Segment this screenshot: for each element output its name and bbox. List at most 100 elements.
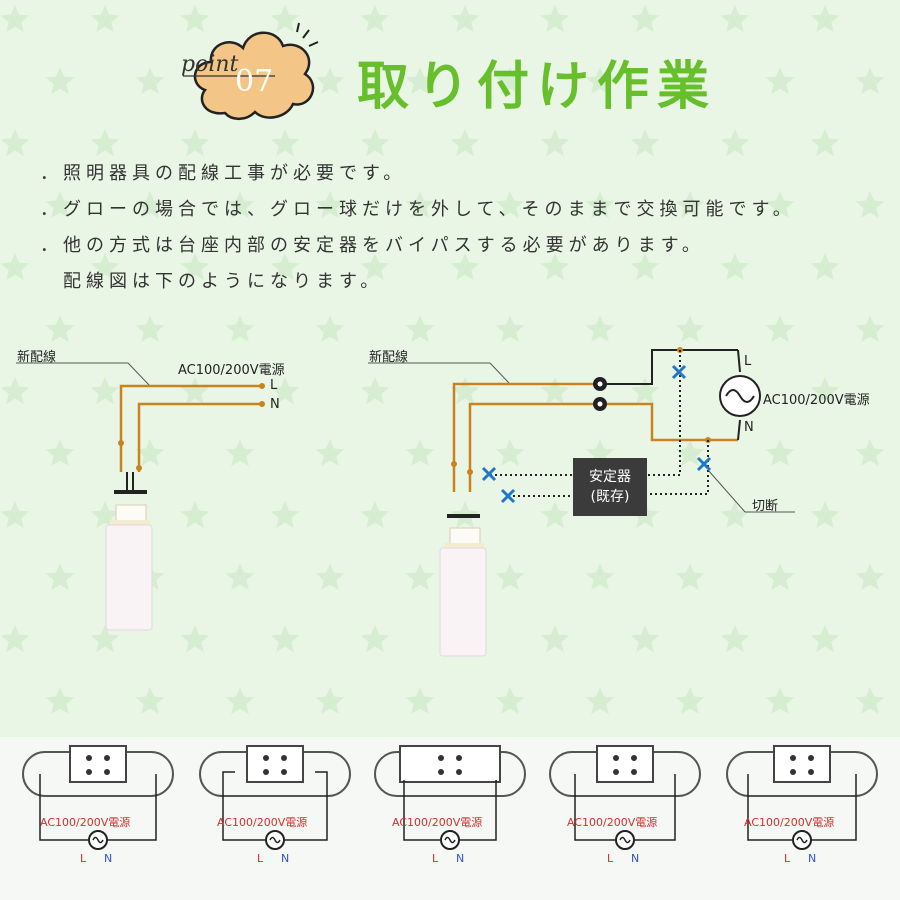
background-star-icon [225,191,255,219]
live-label: L [784,852,791,865]
background-star-icon [720,5,750,33]
background-star-icon [765,315,795,343]
background-star-icon [810,5,840,33]
background-star-icon [855,439,885,467]
note-line: ．他の方式は台座内部の安定器をバイパスする必要があります。 [40,235,705,256]
background-star-icon [810,129,840,157]
background-star-icon [720,129,750,157]
background-star-icon [180,5,210,33]
background-star-icon [585,191,615,219]
background-star-icon [0,625,30,653]
background-star-icon [585,315,615,343]
background-star-icon [360,129,390,157]
background-star-icon [450,129,480,157]
background-star-icon [630,377,660,405]
badge-number: 07 [235,64,274,99]
new-wiring-label: 新配線 [369,350,409,365]
background-star-icon [495,315,525,343]
wiring-variant: AC100/200V電源 L N [195,744,355,874]
background-star-icon [675,687,705,715]
background-star-icon [270,5,300,33]
live-label: L [744,354,752,369]
cut-label: 切断 [752,499,779,514]
background-star-icon [360,253,390,281]
neutral-label: N [631,852,640,865]
background-star-icon [315,191,345,219]
background-star-icon [405,687,435,715]
neutral-label: N [456,852,465,865]
background-star-icon [765,439,795,467]
neutral-label: N [808,852,817,865]
background-star-icon [855,687,885,715]
background-star-icon [720,625,750,653]
background-star-icon [315,315,345,343]
power-label: AC100/200V電源 [178,363,285,378]
background-star-icon [315,563,345,591]
background-star-icon [45,67,75,95]
background-star-icon [270,625,300,653]
background-star-icon [90,5,120,33]
background-star-icon [675,67,705,95]
background-star-icon [540,129,570,157]
background-star-icon [180,501,210,529]
background-star-icon [765,67,795,95]
background-star-icon [405,67,435,95]
background-star-icon [180,129,210,157]
background-star-icon [315,67,345,95]
live-label: L [80,852,87,865]
background-star-icon [135,191,165,219]
background-star-icon [45,439,75,467]
power-label: AC100/200V電源 [217,816,308,829]
background-star-icon [45,563,75,591]
background-star-icon [810,625,840,653]
background-star-icon [360,501,390,529]
background-star-icon [315,687,345,715]
background-star-icon [495,67,525,95]
background-star-icon [405,563,435,591]
new-wiring-label: 新配線 [17,350,57,365]
background-star-icon [225,563,255,591]
background-star-icon [225,439,255,467]
background-star-icon [630,129,660,157]
neutral-label: N [270,397,280,412]
power-label: AC100/200V電源 [392,816,483,829]
background-star-icon [675,315,705,343]
background-star-icon [0,253,30,281]
power-label: AC100/200V電源 [744,816,835,829]
background-star-icon [360,625,390,653]
background-star-icon [585,687,615,715]
background-star-icon [540,501,570,529]
background-star-icon [585,563,615,591]
background-star-icon [450,253,480,281]
background-star-icon [45,687,75,715]
live-label: L [432,852,439,865]
note-line: ．グローの場合では、グロー球だけを外して、そのままで交換可能です。 [40,199,796,220]
live-label: L [270,378,278,393]
background-star-icon [0,129,30,157]
section-header: point 07 取り付け作業 [175,18,735,128]
ballast-sublabel: (既存) [590,489,630,505]
background-star-icon [675,563,705,591]
background-star-icon [0,501,30,529]
lamp-socket-icon [726,745,878,850]
background-star-icon [450,377,480,405]
background-star-icon [765,563,795,591]
background-star-icon [810,253,840,281]
note-line: 配線図は下のようになります。 [40,271,384,292]
background-star-icon [360,5,390,33]
wiring-variant: AC100/200V電源 L N [370,744,530,874]
background-star-icon [495,439,525,467]
background-star-icon [180,625,210,653]
background-star-icon [495,687,525,715]
background-star-icon [675,439,705,467]
background-star-icon [135,439,165,467]
cloud-badge-icon [183,22,319,121]
background-star-icon [225,315,255,343]
live-label: L [257,852,264,865]
lamp-socket-icon [374,745,526,850]
wiring-variant: AC100/200V電源 L N [545,744,705,874]
background-star-icon [540,253,570,281]
background-star-icon [225,687,255,715]
page-title: 取り付け作業 [357,57,718,117]
